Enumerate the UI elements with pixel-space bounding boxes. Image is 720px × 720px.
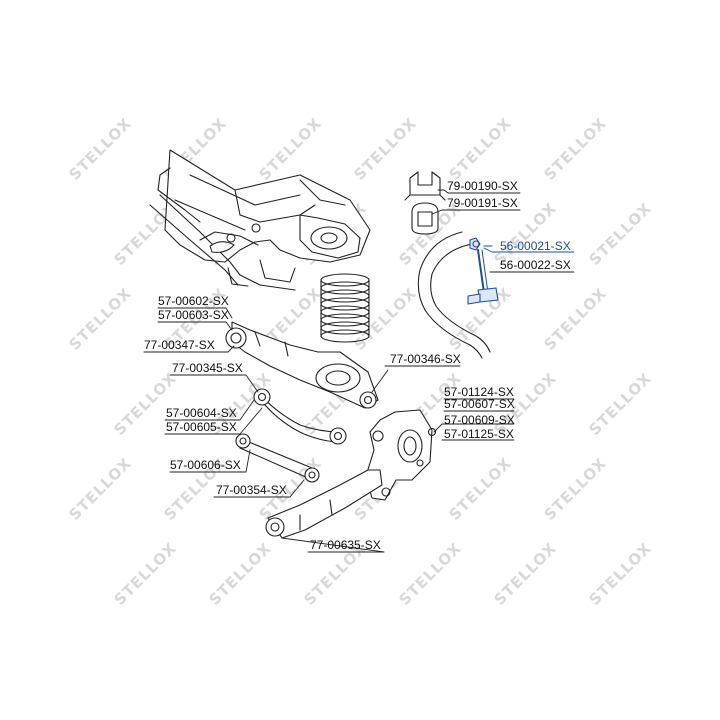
leader-lines	[143, 189, 575, 553]
callout-79-00190[interactable]: 79-00190-SX	[447, 179, 518, 193]
lateral-link-part	[235, 433, 320, 483]
callout-57-00603[interactable]: 57-00603-SX	[158, 308, 229, 322]
callout-77-00346[interactable]: 77-00346-SX	[390, 352, 461, 366]
callout-56-00021-highlighted[interactable]: 56-00021-SX	[500, 239, 571, 253]
stabilizer-bushing-part	[404, 171, 446, 235]
callout-57-01124[interactable]: 57-01124-SX	[444, 385, 514, 399]
stabilizer-bar-part	[417, 231, 491, 359]
subframe-part	[149, 149, 371, 291]
callout-77-00635[interactable]: 77-00635-SX	[310, 538, 381, 552]
callout-79-00191[interactable]: 79-00191-SX	[447, 196, 518, 210]
callout-77-00345[interactable]: 77-00345-SX	[172, 361, 243, 375]
stabilizer-link-part	[467, 237, 499, 305]
toe-link-part	[253, 388, 347, 445]
lower-control-arm-part	[225, 321, 379, 409]
callout-57-00609[interactable]: 57-00609-SX	[444, 413, 515, 427]
callout-57-00602[interactable]: 57-00602-SX	[158, 294, 229, 308]
callout-57-00604[interactable]: 57-00604-SX	[166, 406, 237, 420]
callout-77-00347[interactable]: 77-00347-SX	[144, 338, 215, 352]
callout-57-00607[interactable]: 57-00607-SX	[444, 397, 515, 411]
knuckle-part	[365, 409, 437, 501]
callout-56-00022[interactable]: 56-00022-SX	[500, 258, 571, 272]
coil-spring-part	[320, 273, 370, 343]
callout-77-00354[interactable]: 77-00354-SX	[216, 483, 287, 497]
trailing-arm-part	[265, 469, 383, 539]
callout-57-00605[interactable]: 57-00605-SX	[166, 420, 237, 434]
callout-57-00606[interactable]: 57-00606-SX	[170, 458, 241, 472]
callout-57-01125[interactable]: 57-01125-SX	[444, 427, 514, 441]
